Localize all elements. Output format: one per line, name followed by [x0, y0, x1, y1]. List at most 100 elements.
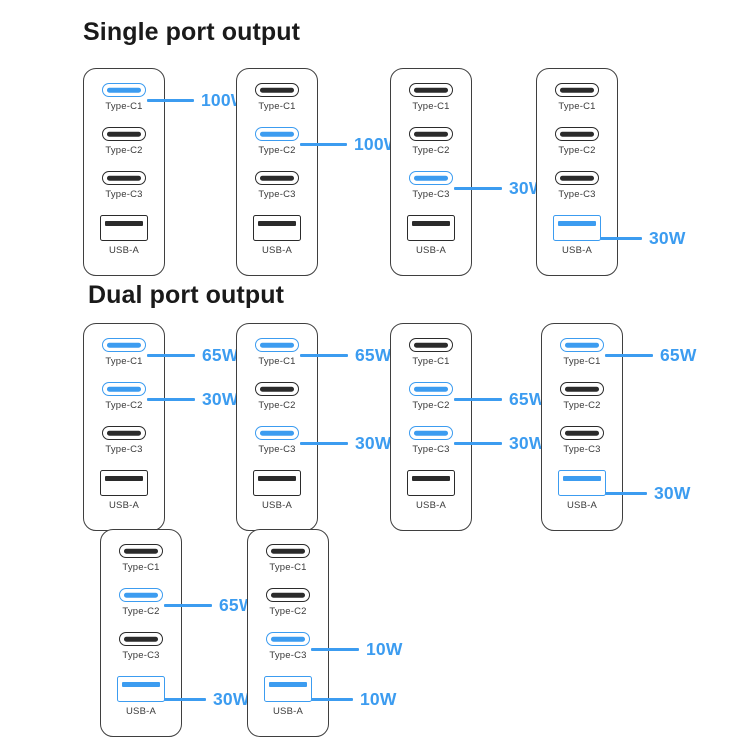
port-label-type-c3: Type-C3: [258, 444, 296, 455]
usb-c-port-icon[interactable]: [266, 632, 310, 646]
port-group-usb-a[interactable]: USB-A: [84, 470, 164, 511]
port-group-type-c2[interactable]: Type-C2: [248, 588, 328, 617]
port-row-usb-a: USB-A: [391, 470, 471, 518]
port-group-type-c2[interactable]: Type-C2: [542, 382, 622, 411]
usb-a-port-icon[interactable]: [553, 215, 601, 241]
usb-c-port-icon[interactable]: [255, 127, 299, 141]
port-row-type-c1: Type-C1: [237, 83, 317, 127]
usb-c-port-icon[interactable]: [255, 171, 299, 185]
usb-c-port-icon[interactable]: [255, 83, 299, 97]
port-group-usb-a[interactable]: USB-A: [248, 676, 328, 717]
usb-c-port-icon[interactable]: [119, 588, 163, 602]
port-group-usb-a[interactable]: USB-A: [84, 215, 164, 256]
port-label-usb-a: USB-A: [272, 706, 304, 717]
port-label-type-c2: Type-C2: [105, 400, 143, 411]
usb-c-port-icon[interactable]: [560, 338, 604, 352]
port-label-usb-a: USB-A: [415, 500, 447, 511]
port-group-usb-a[interactable]: USB-A: [237, 215, 317, 256]
port-group-usb-a[interactable]: USB-A: [391, 470, 471, 511]
usb-c-port-icon[interactable]: [102, 83, 146, 97]
usb-a-port-icon[interactable]: [407, 215, 455, 241]
port-group-usb-a[interactable]: USB-A: [101, 676, 181, 717]
usb-c-port-icon[interactable]: [102, 426, 146, 440]
usb-a-port-icon[interactable]: [558, 470, 606, 496]
port-row-type-c3: Type-C3: [84, 426, 164, 470]
usb-c-port-icon[interactable]: [255, 382, 299, 396]
port-group-type-c1[interactable]: Type-C1: [537, 83, 617, 112]
usb-a-port-icon[interactable]: [253, 470, 301, 496]
port-group-usb-a[interactable]: USB-A: [542, 470, 622, 511]
usb-c-port-icon[interactable]: [102, 338, 146, 352]
port-group-usb-a[interactable]: USB-A: [391, 215, 471, 256]
usb-c-port-icon[interactable]: [560, 382, 604, 396]
usb-c-port-icon[interactable]: [266, 588, 310, 602]
usb-c-port-icon[interactable]: [409, 83, 453, 97]
port-group-type-c3[interactable]: Type-C3: [84, 171, 164, 200]
port-group-type-c2[interactable]: Type-C2: [84, 382, 164, 411]
usb-c-port-icon[interactable]: [119, 544, 163, 558]
usb-c-port-icon[interactable]: [102, 171, 146, 185]
port-group-type-c3[interactable]: Type-C3: [391, 426, 471, 455]
usb-c-port-icon[interactable]: [555, 171, 599, 185]
usb-a-port-icon[interactable]: [407, 470, 455, 496]
port-label-type-c3: Type-C3: [258, 189, 296, 200]
usb-c-port-icon[interactable]: [102, 127, 146, 141]
usb-c-port-icon[interactable]: [555, 127, 599, 141]
port-group-usb-a[interactable]: USB-A: [537, 215, 617, 256]
wattage-value: 10W: [360, 689, 397, 709]
wattage-value: 30W: [649, 228, 686, 248]
port-group-type-c3[interactable]: Type-C3: [542, 426, 622, 455]
port-group-type-c2[interactable]: Type-C2: [84, 127, 164, 156]
port-group-type-c2[interactable]: Type-C2: [391, 382, 471, 411]
port-label-type-c1: Type-C1: [105, 356, 143, 367]
port-group-type-c1[interactable]: Type-C1: [542, 338, 622, 367]
port-group-type-c3[interactable]: Type-C3: [237, 426, 317, 455]
usb-a-port-icon[interactable]: [100, 470, 148, 496]
port-label-type-c1: Type-C1: [122, 562, 160, 573]
port-group-type-c1[interactable]: Type-C1: [391, 338, 471, 367]
port-group-type-c2[interactable]: Type-C2: [237, 382, 317, 411]
port-group-type-c3[interactable]: Type-C3: [391, 171, 471, 200]
usb-c-port-icon[interactable]: [102, 382, 146, 396]
port-label-type-c1: Type-C1: [412, 101, 450, 112]
port-group-usb-a[interactable]: USB-A: [237, 470, 317, 511]
port-group-type-c1[interactable]: Type-C1: [84, 338, 164, 367]
usb-c-port-icon[interactable]: [119, 632, 163, 646]
port-group-type-c1[interactable]: Type-C1: [248, 544, 328, 573]
port-group-type-c1[interactable]: Type-C1: [101, 544, 181, 573]
usb-c-port-icon[interactable]: [555, 83, 599, 97]
usb-a-port-icon[interactable]: [264, 676, 312, 702]
port-group-type-c1[interactable]: Type-C1: [237, 338, 317, 367]
port-group-type-c3[interactable]: Type-C3: [537, 171, 617, 200]
usb-c-port-icon[interactable]: [409, 127, 453, 141]
port-group-type-c1[interactable]: Type-C1: [237, 83, 317, 112]
port-label-type-c2: Type-C2: [122, 606, 160, 617]
usb-c-port-icon[interactable]: [560, 426, 604, 440]
port-group-type-c2[interactable]: Type-C2: [101, 588, 181, 617]
port-row-type-c3: Type-C3: [237, 171, 317, 215]
usb-c-port-icon[interactable]: [255, 426, 299, 440]
usb-c-port-icon[interactable]: [266, 544, 310, 558]
port-row-type-c1: Type-C1: [537, 83, 617, 127]
usb-c-port-icon[interactable]: [409, 338, 453, 352]
port-group-type-c2[interactable]: Type-C2: [391, 127, 471, 156]
port-group-type-c3[interactable]: Type-C3: [237, 171, 317, 200]
usb-c-port-icon[interactable]: [409, 426, 453, 440]
usb-c-port-icon[interactable]: [255, 338, 299, 352]
port-group-type-c1[interactable]: Type-C1: [391, 83, 471, 112]
port-group-type-c3[interactable]: Type-C3: [84, 426, 164, 455]
usb-a-port-icon[interactable]: [100, 215, 148, 241]
port-group-type-c3[interactable]: Type-C3: [101, 632, 181, 661]
usb-a-port-icon[interactable]: [253, 215, 301, 241]
usb-c-port-icon[interactable]: [409, 382, 453, 396]
port-group-type-c3[interactable]: Type-C3: [248, 632, 328, 661]
port-group-type-c1[interactable]: Type-C1: [84, 83, 164, 112]
usb-c-port-icon[interactable]: [409, 171, 453, 185]
port-group-type-c2[interactable]: Type-C2: [537, 127, 617, 156]
usb-a-port-icon[interactable]: [117, 676, 165, 702]
port-label-type-c1: Type-C1: [258, 356, 296, 367]
port-group-type-c2[interactable]: Type-C2: [237, 127, 317, 156]
